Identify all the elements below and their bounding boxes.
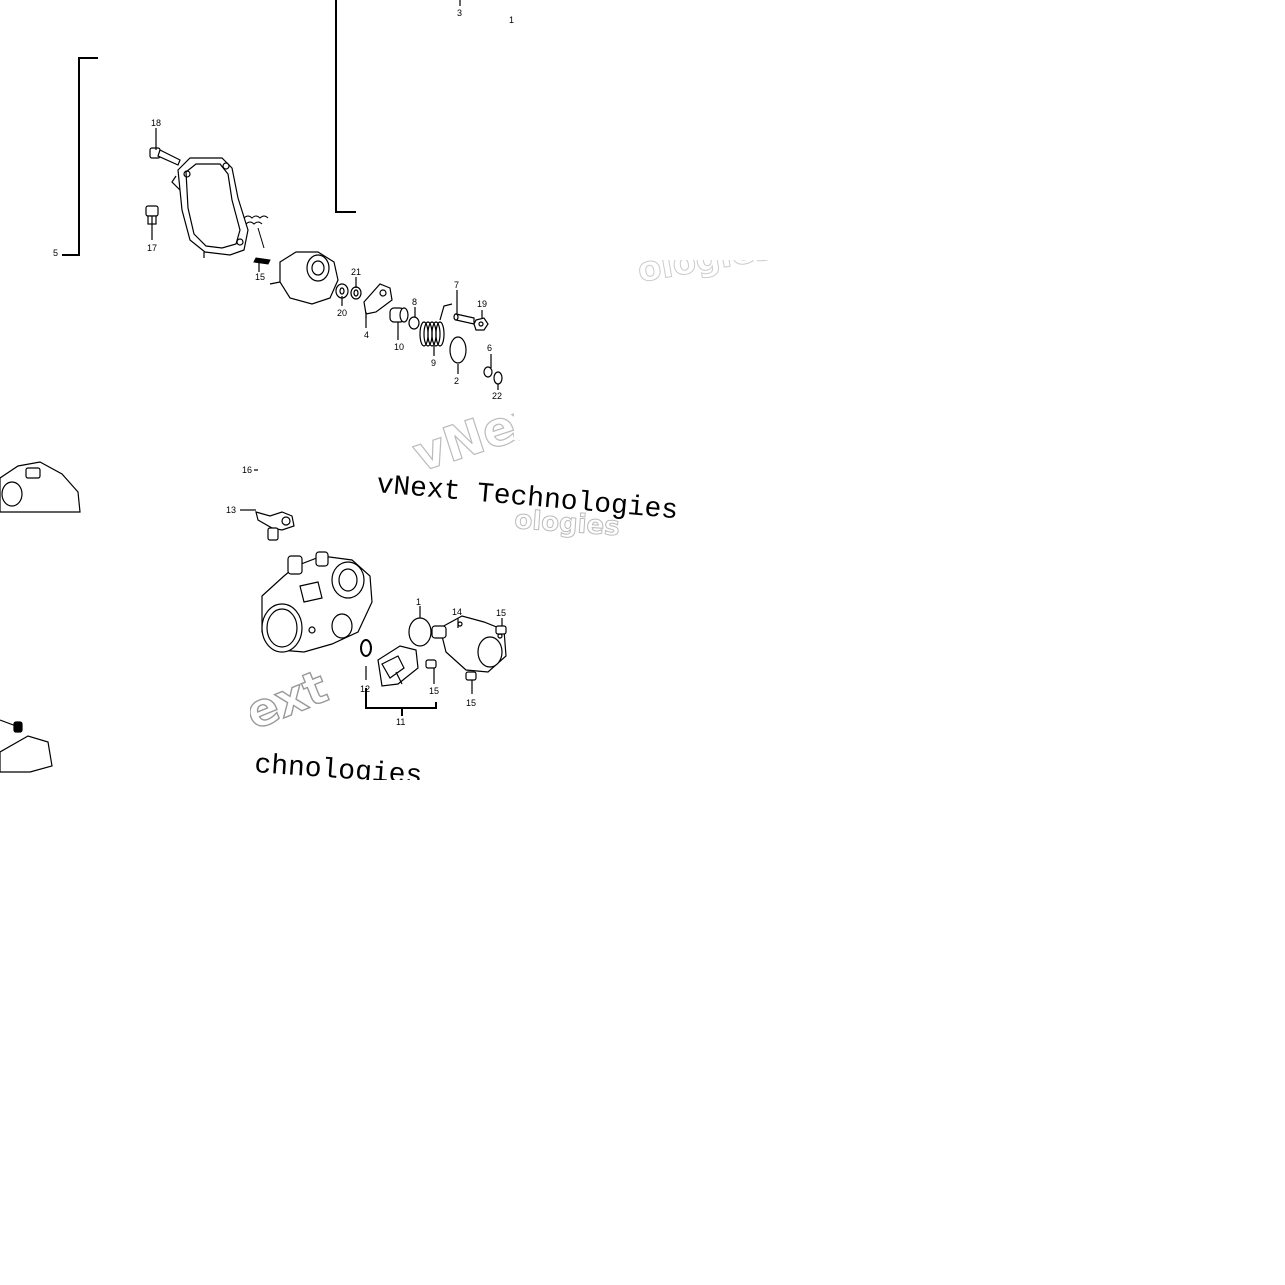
leader-lines-upper	[151, 0, 499, 390]
callout-21: 21	[351, 267, 361, 277]
nut-22	[493, 371, 503, 385]
assembly-bracket-5	[62, 57, 98, 256]
nut-19	[473, 317, 489, 331]
callout-18: 18	[151, 118, 161, 128]
throttle-body-upper	[269, 251, 339, 305]
ring-8	[408, 316, 420, 330]
callout-15-a: 15	[496, 608, 506, 618]
callout-7: 7	[454, 280, 459, 290]
o-ring-1	[408, 617, 432, 647]
callout-5: 5	[53, 248, 58, 258]
actuator-14	[431, 615, 507, 673]
sensor-13	[255, 511, 295, 541]
callout-16: 16	[242, 465, 252, 475]
callout-6: 6	[487, 343, 492, 353]
callout-1: 1	[416, 597, 421, 607]
callout-9: 9	[431, 358, 436, 368]
callout-17: 17	[147, 243, 157, 253]
nut-21	[350, 286, 362, 300]
callout-13: 13	[226, 505, 236, 515]
callout-10: 10	[394, 342, 404, 352]
callout-4: 4	[364, 330, 369, 340]
callout-22: 22	[492, 391, 502, 401]
callout-14: 14	[452, 607, 462, 617]
callout-12: 12	[360, 684, 370, 694]
watermark-text-ologies: ologies	[514, 505, 621, 542]
callout-8: 8	[412, 297, 417, 307]
callout-labels: 3 1 18 17 5 15 21 20 4 8 10 9 7 19 2 6 2…	[53, 8, 514, 727]
bushing-10	[389, 307, 409, 323]
spring-upper	[243, 215, 271, 265]
callout-15-b: 15	[429, 686, 439, 696]
partial-connector-left	[0, 719, 53, 773]
callout-2: 2	[454, 376, 459, 386]
callout-20: 20	[337, 308, 347, 318]
washer-20	[335, 283, 349, 299]
throttle-body-lower	[261, 551, 373, 653]
lever-4	[363, 283, 393, 318]
o-ring-12	[360, 639, 372, 657]
torsion-spring-9	[419, 303, 453, 347]
leader-lines-lower	[240, 469, 503, 694]
washer-6	[483, 366, 493, 378]
watermark-text-ext: ext	[238, 659, 335, 740]
screws-15	[425, 625, 507, 681]
pin-7	[453, 313, 475, 325]
bracket-11	[365, 688, 437, 716]
o-ring-2	[449, 336, 467, 364]
callout-15-c: 15	[466, 698, 476, 708]
sensor-11	[377, 645, 419, 687]
partial-part-left	[0, 461, 81, 513]
callout-3: 3	[457, 8, 462, 18]
assembly-bracket-top	[335, 0, 356, 213]
callout-15-upper: 15	[255, 272, 265, 282]
housing-cover	[171, 157, 249, 258]
callout-11: 11	[396, 717, 405, 727]
bolt-18	[149, 147, 181, 166]
callout-19: 19	[477, 299, 487, 309]
callout-1-top: 1	[509, 15, 514, 25]
